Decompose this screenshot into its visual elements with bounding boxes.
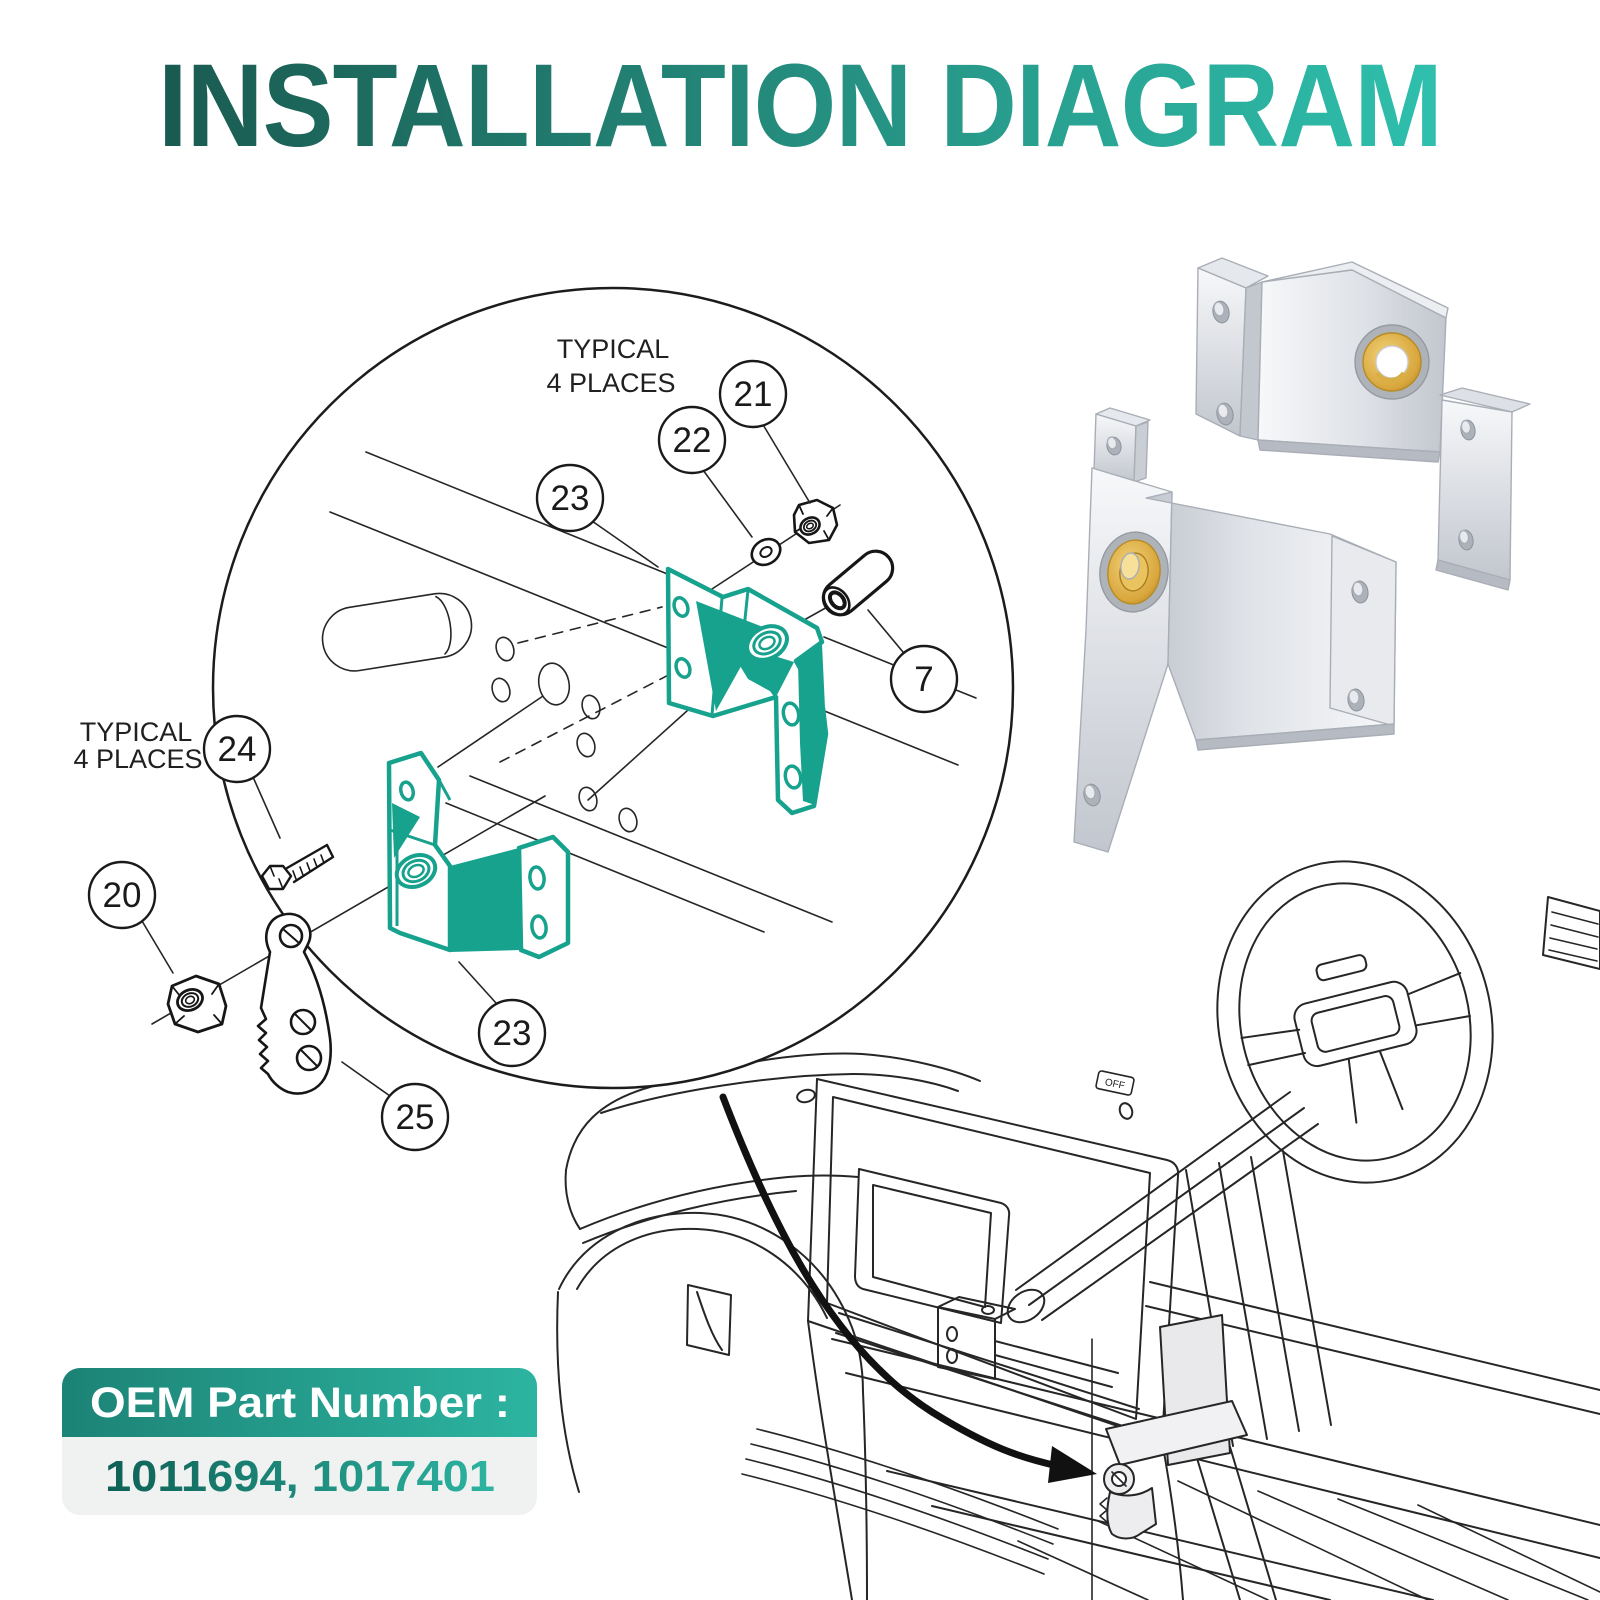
callout-25-number: 25 [396,1098,435,1137]
cam-lever-25 [256,912,333,1095]
callout-20: 20 [87,860,174,974]
frame-rails [329,451,977,933]
bushing-upper [745,624,789,662]
install-location-arrow [719,1093,1097,1483]
callout-22-number: 22 [673,421,712,460]
typical-top-line1: TYPICAL [557,334,670,364]
oem-badge: OEM Part Number : 1011694, 1017401 [62,1368,537,1515]
spacer-7 [821,549,895,617]
callout-21: 21 [718,359,811,504]
bolt-24 [260,843,335,891]
callout-25: 25 [341,1061,450,1152]
typical-left-line1: TYPICAL [80,717,193,747]
callout-7: 7 [867,609,959,714]
cart-windshield [816,1078,1180,1442]
install-wedge [1105,1400,1248,1466]
bushing-lower [394,852,438,890]
locknut-20 [166,974,228,1034]
washer-22 [750,537,782,567]
cart-grille [1542,896,1600,970]
bracket-upper-23 [665,566,829,816]
oem-part-numbers: 1011694, 1017401 [105,1452,495,1501]
frame-tube [321,592,473,672]
callout-24-number: 24 [218,730,257,769]
off-label-text: OFF [1104,1077,1126,1092]
locknut-21 [792,498,839,545]
brass-bushing-upper [1354,324,1430,400]
key-switch-icon [1118,1102,1134,1120]
callout-23-upper: 23 [535,463,659,568]
callout-23-lower-number: 23 [493,1014,532,1053]
metal-bracket-upper [1195,257,1531,591]
bracket-lower-23 [386,750,571,960]
product-brackets-render [1073,257,1531,853]
brass-bushing-lower [1099,531,1169,613]
installed-cam-lever [1099,1463,1157,1540]
callout-24: 24 [202,714,281,839]
typical-left-line2: 4 PLACES [73,744,202,774]
page-title: INSTALLATION DIAGRAM [158,40,1442,172]
callout-23-upper-number: 23 [551,479,590,518]
frame-struts [1185,1150,1332,1447]
diagram-labels: TYPICAL 4 PLACES TYPICAL 4 PLACES [73,334,675,774]
metal-bracket-lower [1073,407,1397,853]
oem-badge-header [62,1368,537,1437]
steering-column [1015,1091,1319,1321]
callout-23-lower: 23 [458,961,547,1068]
oem-badge-header-text: OEM Part Number : [90,1379,510,1427]
callout-21-number: 21 [734,375,773,414]
steering-wheel [1216,860,1494,1184]
frame-holes [491,636,638,833]
exploded-diagram [151,451,977,1095]
golf-cart-drawing: OFF [556,860,1600,1600]
callout-20-number: 20 [103,876,142,915]
callout-7-number: 7 [914,660,933,699]
callouts: 21 22 23 7 24 20 23 [87,359,959,1152]
typical-top-line2: 4 PLACES [546,368,675,398]
callout-22: 22 [657,405,753,538]
off-switch-label: OFF [1095,1070,1135,1096]
arrowhead-icon [1048,1446,1097,1483]
